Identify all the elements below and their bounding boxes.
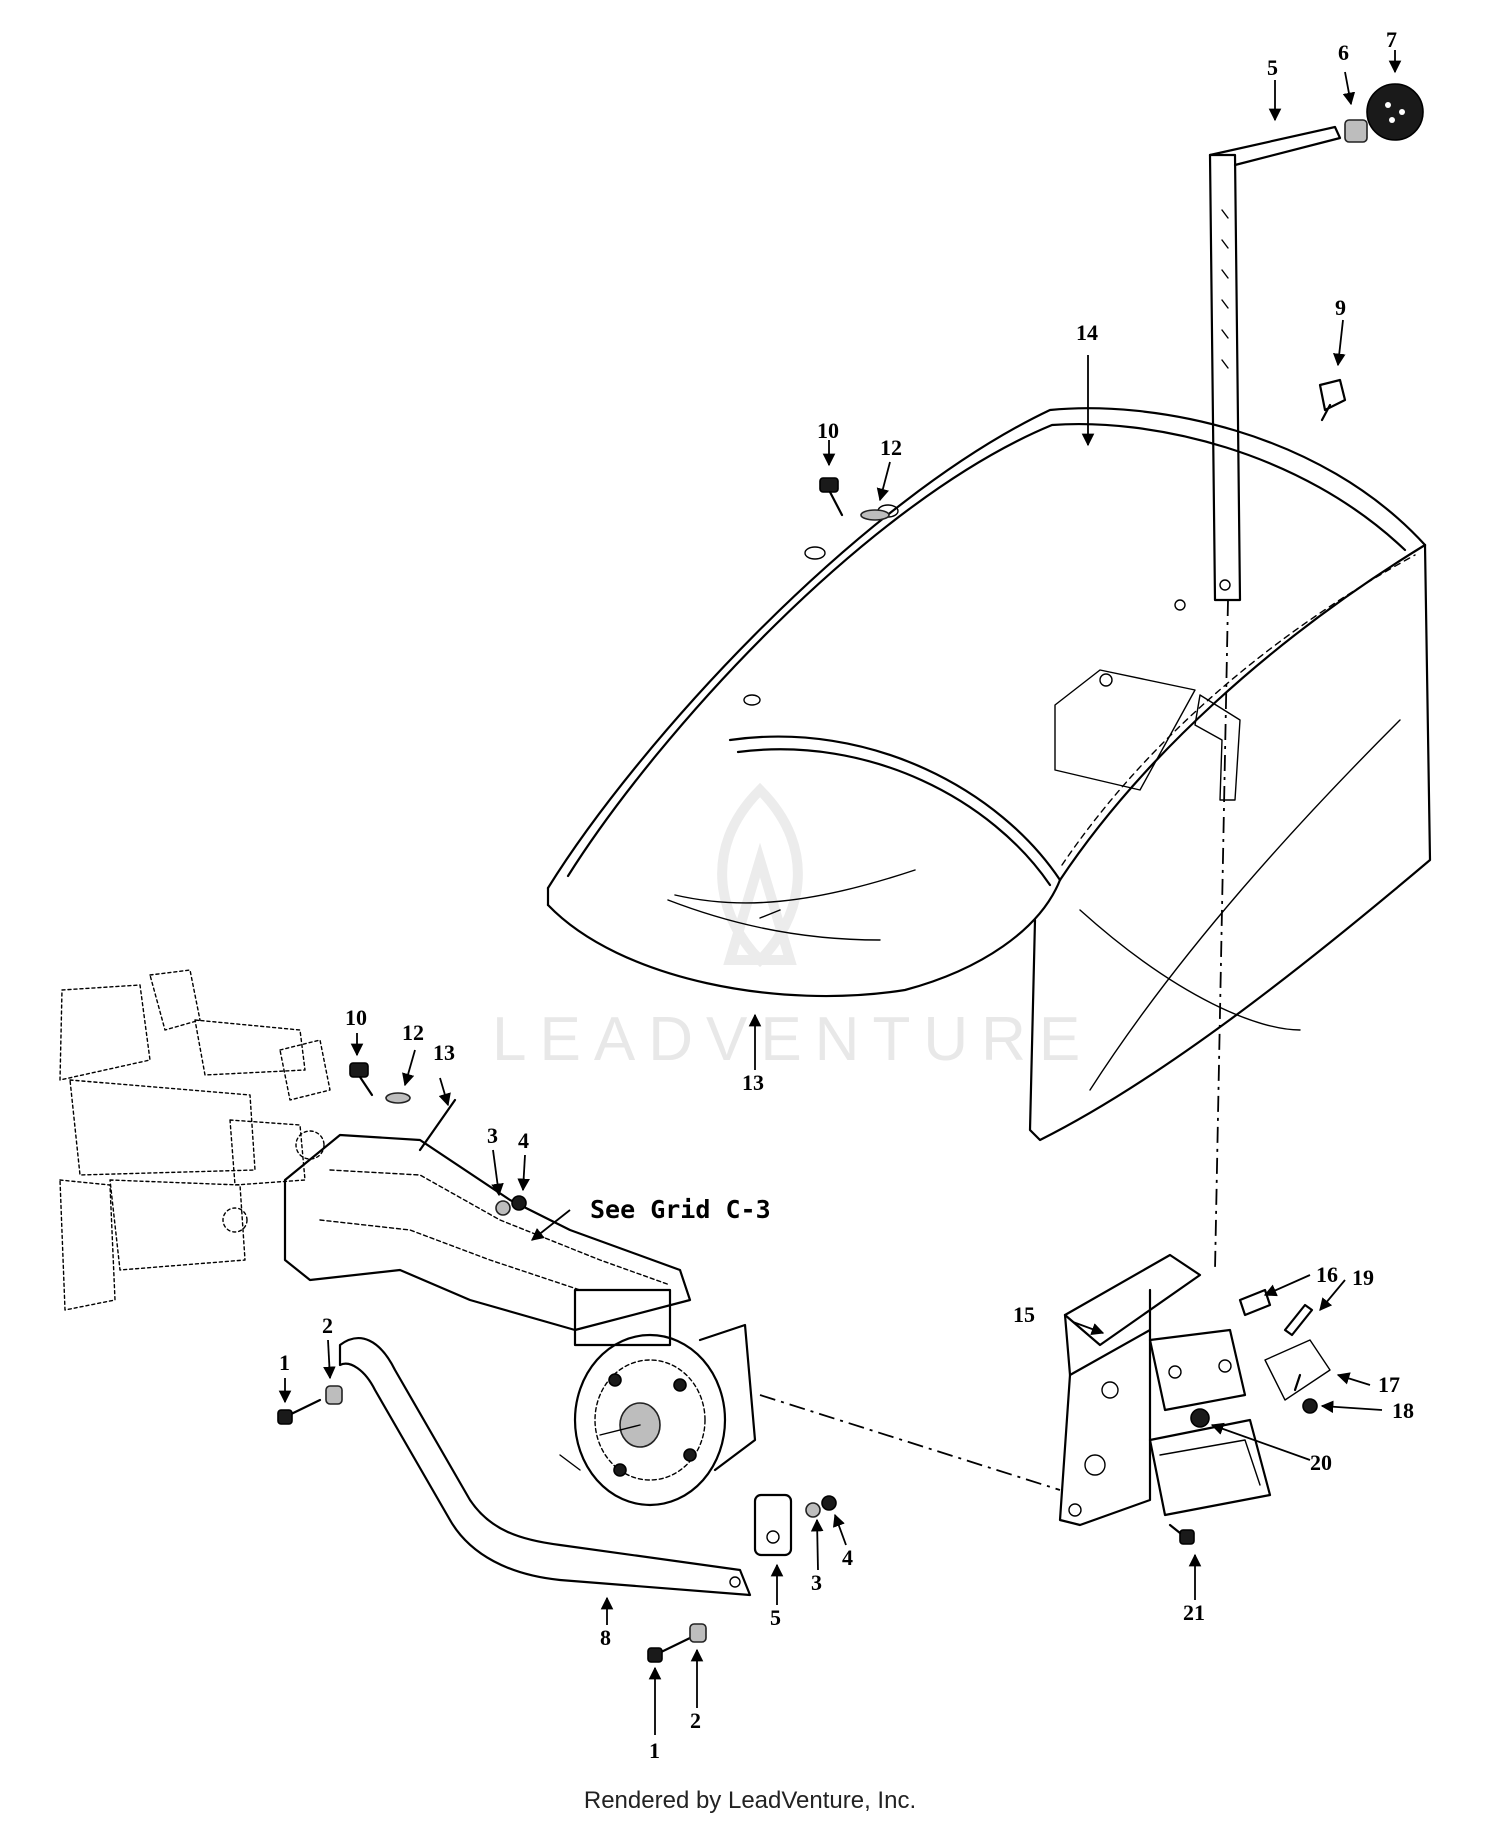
tractor-rear [59,969,331,1311]
callout-9: 9 [1335,295,1346,320]
footer-credit: Rendered by LeadVenture, Inc. [583,1787,917,1814]
callout-18: 18 [1392,1398,1414,1423]
callout-20: 20 [1310,1450,1332,1475]
bolt-9 [1318,378,1347,422]
leadventure-watermark: LEADVENTURE [492,782,1093,1074]
callout-10-left: 10 [345,1005,367,1030]
bolt-10-left [349,1062,457,1152]
watermark-text: LEADVENTURE [492,1005,1093,1074]
see-grid-note: See Grid C-3 [590,1195,771,1224]
callout-21: 21 [1183,1600,1205,1625]
bracket-assembly [1058,1253,1331,1545]
callout-3-upper: 3 [487,1123,498,1148]
callout-12-left: 12 [402,1020,424,1045]
callout-16: 16 [1316,1262,1338,1287]
tine-shield [546,407,1432,1142]
callout-1-left: 1 [279,1350,290,1375]
tine-gearbox [283,1133,757,1507]
callout-10-top: 10 [817,418,839,443]
callout-arrows [278,50,1402,1735]
bolt-10-top [819,477,890,521]
callout-6: 6 [1338,40,1349,65]
bolt-1-spacer-2-bottom [647,1623,707,1663]
callout-8: 8 [600,1625,611,1650]
callout-15: 15 [1013,1302,1035,1327]
callout-13-left: 13 [433,1040,455,1065]
nut-3-4-lower [805,1495,837,1518]
callout-14: 14 [1076,320,1098,345]
callout-12-top: 12 [880,435,902,460]
callout-7: 7 [1386,27,1397,52]
bolt-1-spacer-2-left [277,1385,343,1425]
callout-2-left: 2 [322,1313,333,1338]
callout-1-bottom: 1 [649,1738,660,1763]
callout-17: 17 [1378,1372,1400,1397]
callout-3-lower: 3 [811,1570,822,1595]
depth-bar-assembly [1208,83,1424,1271]
callout-5-lower: 5 [770,1605,781,1630]
callout-5: 5 [1267,55,1278,80]
callout-labels: 7 6 5 9 14 10 12 13 10 12 13 3 4 See Gri… [279,27,1414,1763]
nut-3-4-upper [495,1195,527,1216]
callout-13-shield: 13 [742,1070,764,1095]
brace-8 [338,1337,752,1597]
plate-5-lower [753,1493,793,1557]
callout-4-lower: 4 [842,1545,853,1570]
callout-19: 19 [1352,1265,1374,1290]
assembly-line [759,1394,1061,1491]
callout-4-upper: 4 [518,1128,529,1153]
callout-2-bottom: 2 [690,1708,701,1733]
